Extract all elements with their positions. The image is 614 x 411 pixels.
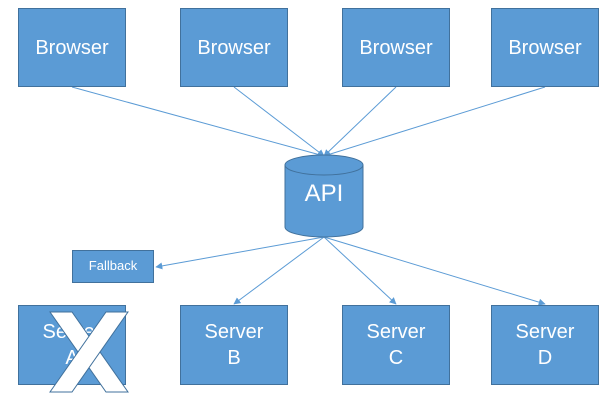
browser-node-3: Browser bbox=[342, 8, 450, 87]
server-label: Server A bbox=[42, 321, 102, 369]
server-label: Server B bbox=[204, 321, 264, 369]
browser-label: Browser bbox=[197, 36, 271, 59]
browser-label: Browser bbox=[359, 36, 433, 59]
server-node-b: Server B bbox=[180, 305, 288, 385]
browser-node-1: Browser bbox=[18, 8, 126, 87]
browser-label: Browser bbox=[35, 36, 109, 59]
api-label: API bbox=[304, 180, 344, 207]
arrow-browser-4-to-api bbox=[323, 86, 546, 158]
fallback-label: Fallback bbox=[88, 258, 138, 274]
api-database bbox=[284, 154, 364, 238]
server-label: Server D bbox=[515, 321, 575, 369]
server-node-d: Server D bbox=[491, 305, 599, 385]
server-node-a: Server A bbox=[18, 305, 126, 385]
browser-label: Browser bbox=[508, 36, 582, 59]
browser-node-4: Browser bbox=[491, 8, 599, 87]
arrow-api-to-server-c bbox=[323, 236, 397, 305]
arrow-api-to-fallback bbox=[155, 236, 325, 270]
arrow-browser-3-to-api bbox=[323, 86, 397, 157]
browser-node-2: Browser bbox=[180, 8, 288, 87]
fallback-node: Fallback bbox=[72, 250, 154, 283]
arrow-api-to-server-b bbox=[233, 236, 325, 305]
arrow-api-to-server-d bbox=[323, 236, 546, 306]
server-node-c: Server C bbox=[342, 305, 450, 385]
arrow-browser-1-to-api bbox=[71, 86, 325, 158]
server-label: Server C bbox=[366, 321, 426, 369]
arrow-browser-2-to-api bbox=[233, 86, 325, 157]
